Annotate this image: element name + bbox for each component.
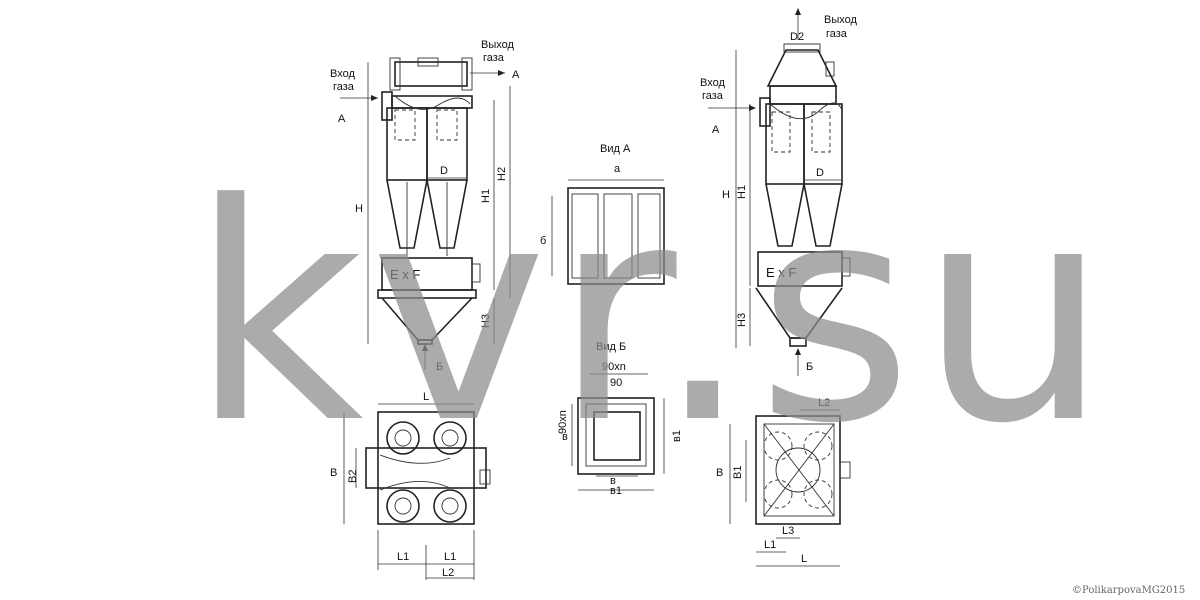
right-inlet-label-1: Вход <box>700 77 725 89</box>
view-b-inner-h: в <box>562 431 568 443</box>
view-a-title: Вид А <box>600 143 631 155</box>
left-dim-h2: H2 <box>496 167 508 181</box>
view-a-width: а <box>614 163 621 175</box>
view-b-outer-h: в1 <box>671 430 683 442</box>
view-b-title: Вид Б <box>596 341 626 353</box>
right-outlet-label-2: газа <box>826 28 848 40</box>
left-cyclone-elevation: E x F <box>377 57 481 345</box>
left-dim-h: H <box>355 203 363 215</box>
right-dim-d: D <box>816 167 824 179</box>
view-b-outer: в1 <box>610 485 622 497</box>
left-dim-h1: H1 <box>480 189 492 203</box>
view-a-height: б <box>540 235 546 247</box>
left-plan-l2: L2 <box>442 567 454 579</box>
right-outlet-label-1: Выход <box>824 14 857 26</box>
right-plan-b1: B1 <box>732 466 744 479</box>
left-plan-b2: B2 <box>347 470 359 483</box>
left-inlet-label-2: газа <box>333 81 355 93</box>
right-inlet-label-2: газа <box>702 90 724 102</box>
right-plan-l3: L3 <box>782 525 794 537</box>
left-marker-a-right: А <box>512 69 520 81</box>
view-a: Вид А а б <box>540 143 665 285</box>
left-box-label: E x F <box>390 267 420 282</box>
right-plan-l: L <box>801 553 807 565</box>
left-plan-view: L B B2 L1 L1 L2 <box>330 391 491 580</box>
view-b-pitch: 90 <box>610 377 622 389</box>
left-cyclone-dimensions: Вход газа Выход газа А А H H1 H2 H3 D Б <box>330 39 520 373</box>
copyright: ©PolikarpovaMG2015 <box>1072 585 1185 596</box>
view-b-inner: в <box>610 475 616 487</box>
left-plan-b: B <box>330 467 337 479</box>
right-dim-d2: D2 <box>790 31 804 43</box>
right-box-label: E x F <box>766 265 796 280</box>
view-b: Вид Б 90хn 90 90хn в в в1 в1 <box>557 341 683 497</box>
right-dim-h: H <box>722 189 730 201</box>
right-marker-b: Б <box>806 361 813 373</box>
right-plan-b: B <box>716 467 723 479</box>
left-marker-b: Б <box>436 361 443 373</box>
right-plan-view: L2 B B1 L3 L1 L <box>716 397 851 567</box>
right-plan-l1: L1 <box>764 539 776 551</box>
left-dim-h3: H3 <box>480 314 492 328</box>
right-dim-h1: H1 <box>736 185 748 199</box>
left-plan-l: L <box>423 391 429 403</box>
left-outlet-label-2: газа <box>483 52 505 64</box>
left-dim-d: D <box>440 165 448 177</box>
left-marker-a-left: А <box>338 113 346 125</box>
view-b-side-pitch: 90хn <box>557 410 569 434</box>
right-cyclone-elevation: E x F <box>755 43 851 347</box>
right-marker-a: А <box>712 124 720 136</box>
watermark: kvr.su <box>190 140 1115 489</box>
left-outlet-label-1: Выход <box>481 39 514 51</box>
right-plan-l2: L2 <box>818 397 830 409</box>
view-b-pitch-total: 90хn <box>602 361 626 373</box>
left-inlet-label-1: Вход <box>330 68 355 80</box>
right-dim-h3: H3 <box>736 313 748 327</box>
right-cyclone-dimensions: Выход газа D2 Вход газа А H H1 H3 D Б <box>700 8 857 376</box>
left-plan-l1a: L1 <box>397 551 409 563</box>
left-plan-l1b: L1 <box>444 551 456 563</box>
